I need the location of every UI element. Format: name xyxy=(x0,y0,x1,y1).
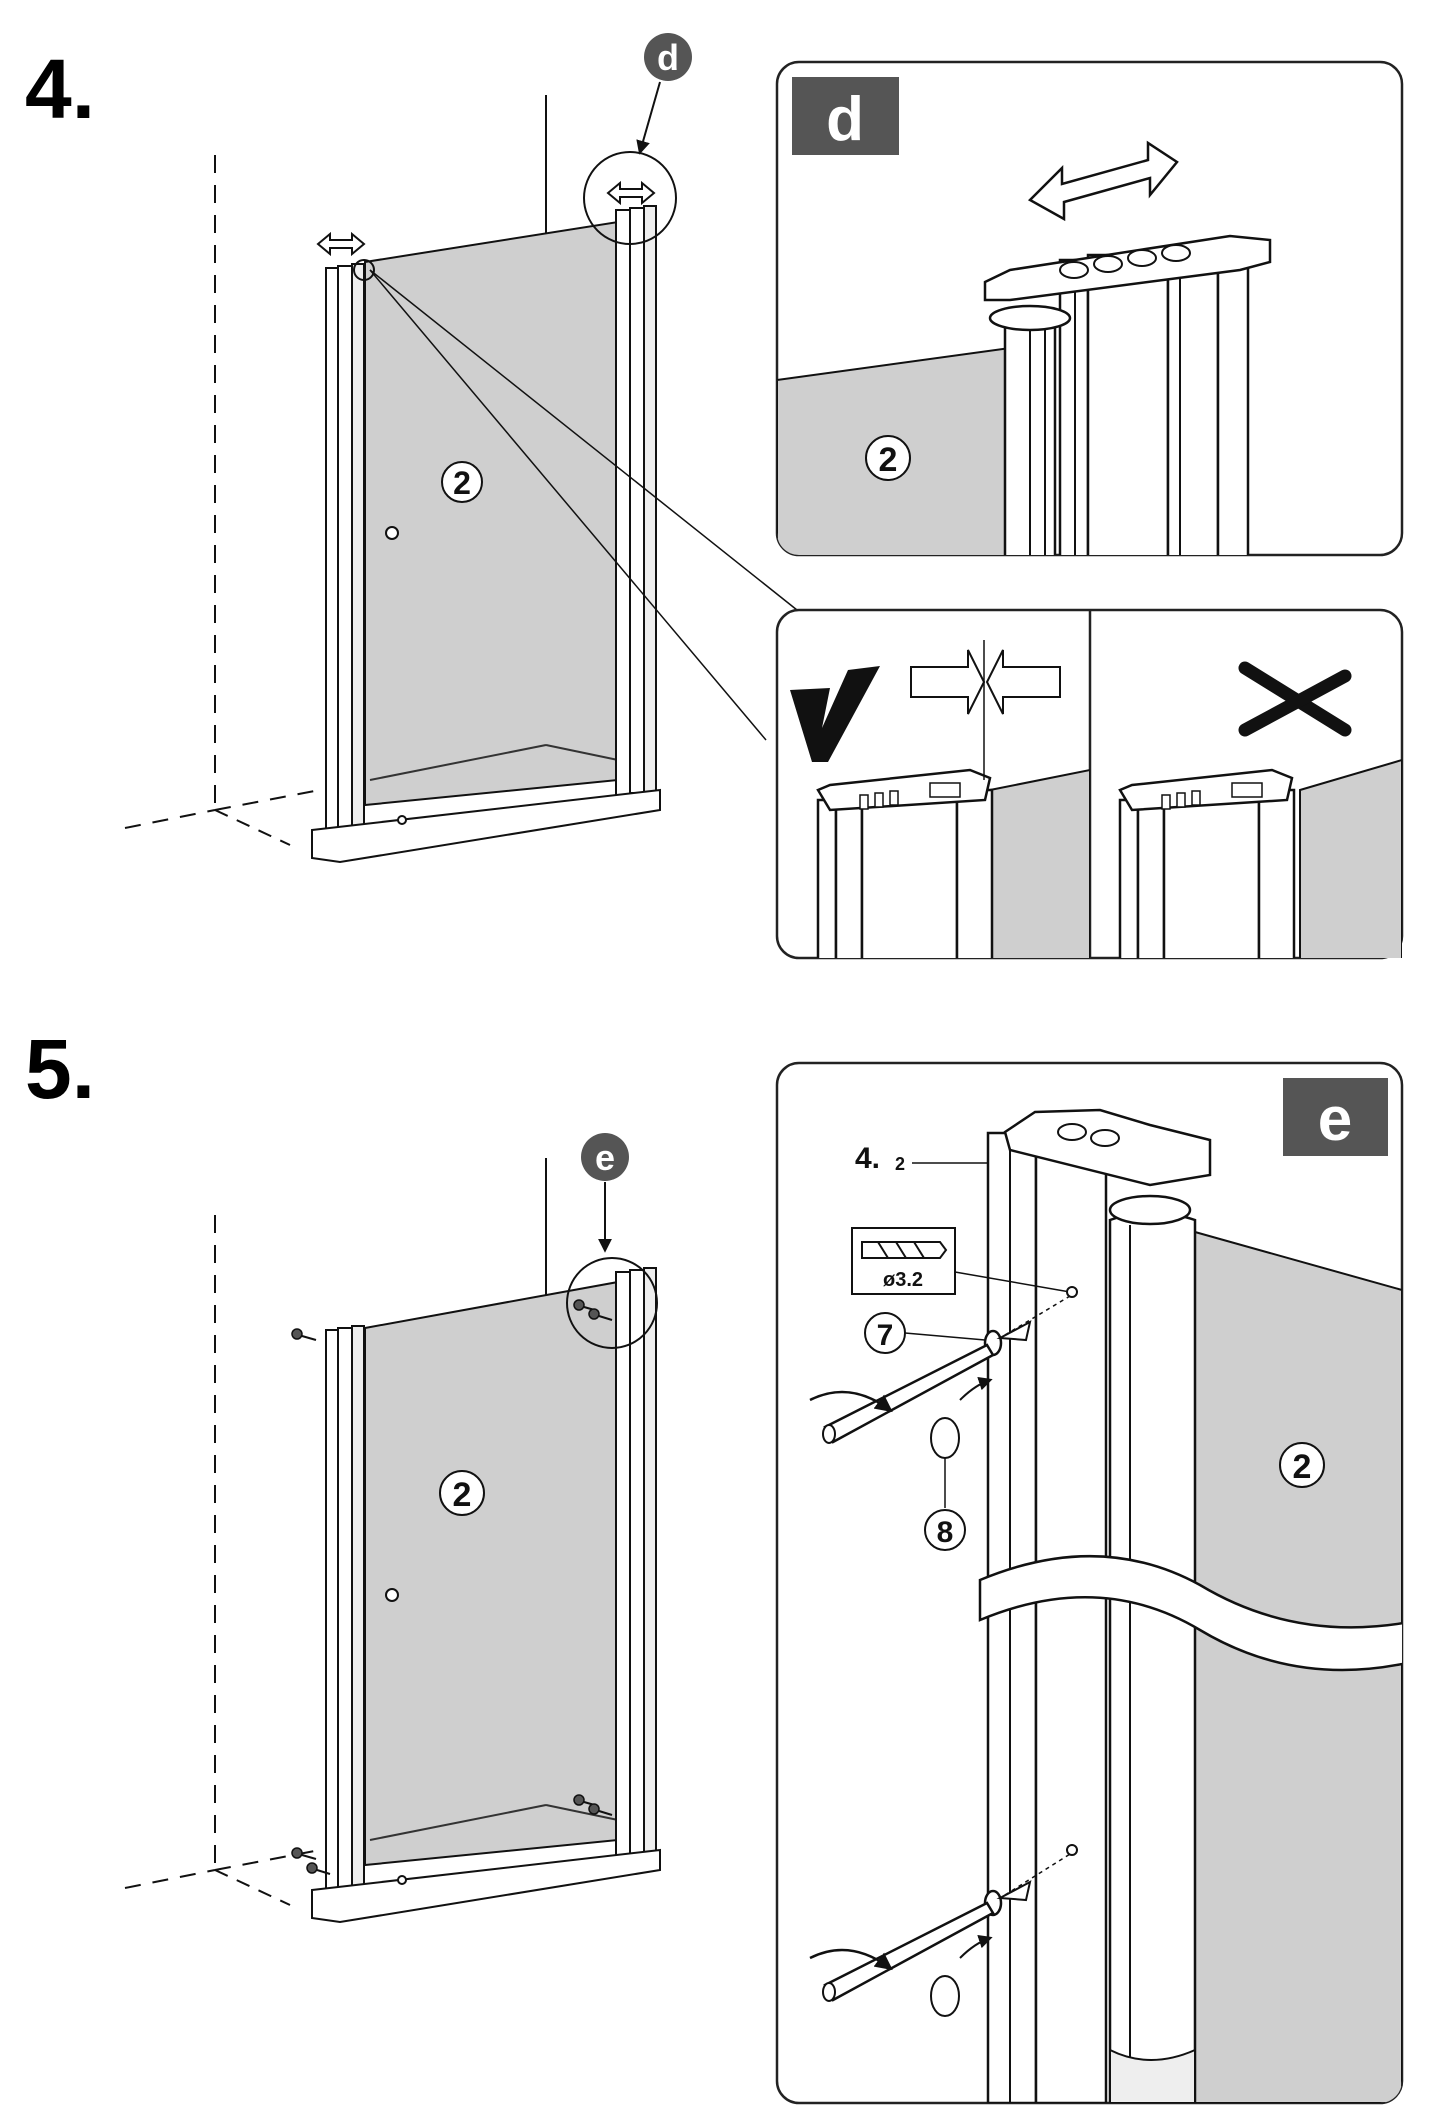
drill-size-label: ø3.2 xyxy=(883,1269,923,1291)
step-4-shower-door: 2 d xyxy=(124,33,1090,864)
glass-label-circle-5 xyxy=(439,1470,485,1516)
profile-ref-sub: 2 xyxy=(895,1154,905,1174)
glass-label-circle xyxy=(441,461,483,503)
leader-line-1 xyxy=(369,269,798,611)
detail-circle-small xyxy=(353,259,375,281)
left-adjust-arrow-icon xyxy=(316,231,366,257)
floor-dashed-line xyxy=(124,809,216,829)
callout-e-label: e xyxy=(595,1137,615,1178)
detail-d-glass-label-circle xyxy=(865,435,911,481)
drill-bit-icon xyxy=(861,1241,948,1259)
floor-edge-2 xyxy=(545,744,619,761)
right-profile-5 xyxy=(615,1271,631,1858)
detail-d-top-cap xyxy=(983,234,1272,302)
callout-d-pointer xyxy=(636,81,661,155)
wrong-cross-mark-icon xyxy=(1238,661,1352,737)
callout-e-badge xyxy=(581,1133,629,1181)
base-tray-5 xyxy=(311,1848,661,1924)
step-4-number: 4. xyxy=(25,42,95,136)
leader-line-2 xyxy=(369,269,767,741)
glass-panel-5 xyxy=(364,1280,619,1867)
screwdriver-bottom-icon xyxy=(809,1901,995,2002)
detail-e-top-cap xyxy=(1003,1108,1212,1187)
detail-circle-e xyxy=(566,1257,658,1349)
step-5-shower-door: 2 e xyxy=(124,1133,661,1924)
detail-circle-d xyxy=(583,151,677,245)
floor-dashed-line-2 xyxy=(214,789,321,811)
callout-d-badge xyxy=(644,33,692,81)
right-adjust-arrow-icon xyxy=(606,180,656,206)
drill-hole-bottom xyxy=(1066,1844,1078,1856)
glass-label-5: 2 xyxy=(453,1476,472,1514)
screw-icon xyxy=(291,1299,613,1875)
detail-d-tag-label: d xyxy=(826,85,864,154)
screw-label: 7 xyxy=(877,1319,894,1352)
detail-e-glass-label-circle xyxy=(1279,1442,1325,1488)
glass-label: 2 xyxy=(453,465,471,501)
callout-d-label: d xyxy=(657,37,679,78)
left-profile xyxy=(325,267,339,839)
correct-side xyxy=(816,768,1090,958)
detail-panel-e: e 4. 2 ø3.2 7 xyxy=(775,1061,1404,2105)
profile-ref-label: 4. xyxy=(855,1142,880,1175)
door-knob xyxy=(385,526,399,540)
wrong-side xyxy=(1118,758,1402,958)
bottom-screw xyxy=(397,815,407,825)
cap-8-bottom-icon xyxy=(930,1934,993,2017)
detail-d-tag xyxy=(792,77,899,155)
screwdriver-icon xyxy=(809,1343,995,1444)
slide-arrow-icon xyxy=(1027,140,1179,222)
detail-e-break-band xyxy=(978,1555,1402,1672)
left-profile-edge xyxy=(351,263,365,837)
detail-d-glass-label: 2 xyxy=(879,441,898,479)
floor-edge xyxy=(369,744,547,781)
left-profile-inner xyxy=(337,265,353,837)
detail-e-tag xyxy=(1283,1078,1388,1156)
step-5-number: 5. xyxy=(25,1022,95,1116)
drill-hole-top xyxy=(1066,1286,1078,1298)
cap-label-circle xyxy=(924,1509,966,1551)
right-profile xyxy=(615,209,631,796)
detail-e-hinge-profile xyxy=(1108,1211,1197,2103)
detail-e-glass-label: 2 xyxy=(1293,1448,1312,1486)
left-profile-5 xyxy=(325,1329,339,1901)
check-panel xyxy=(775,608,1404,960)
door-knob-5 xyxy=(385,1588,399,1602)
floor-dashed-line-3 xyxy=(214,809,291,846)
detail-panel-d: d 2 xyxy=(775,60,1404,557)
right-profile-edge xyxy=(643,205,657,797)
correct-check-mark-icon xyxy=(790,666,880,762)
detail-e-tag-label: e xyxy=(1318,1085,1352,1154)
gap-indicator-icon xyxy=(910,640,1061,780)
right-profile-inner xyxy=(629,207,645,794)
drill-bit-box xyxy=(851,1227,956,1295)
cap-label: 8 xyxy=(937,1516,954,1549)
